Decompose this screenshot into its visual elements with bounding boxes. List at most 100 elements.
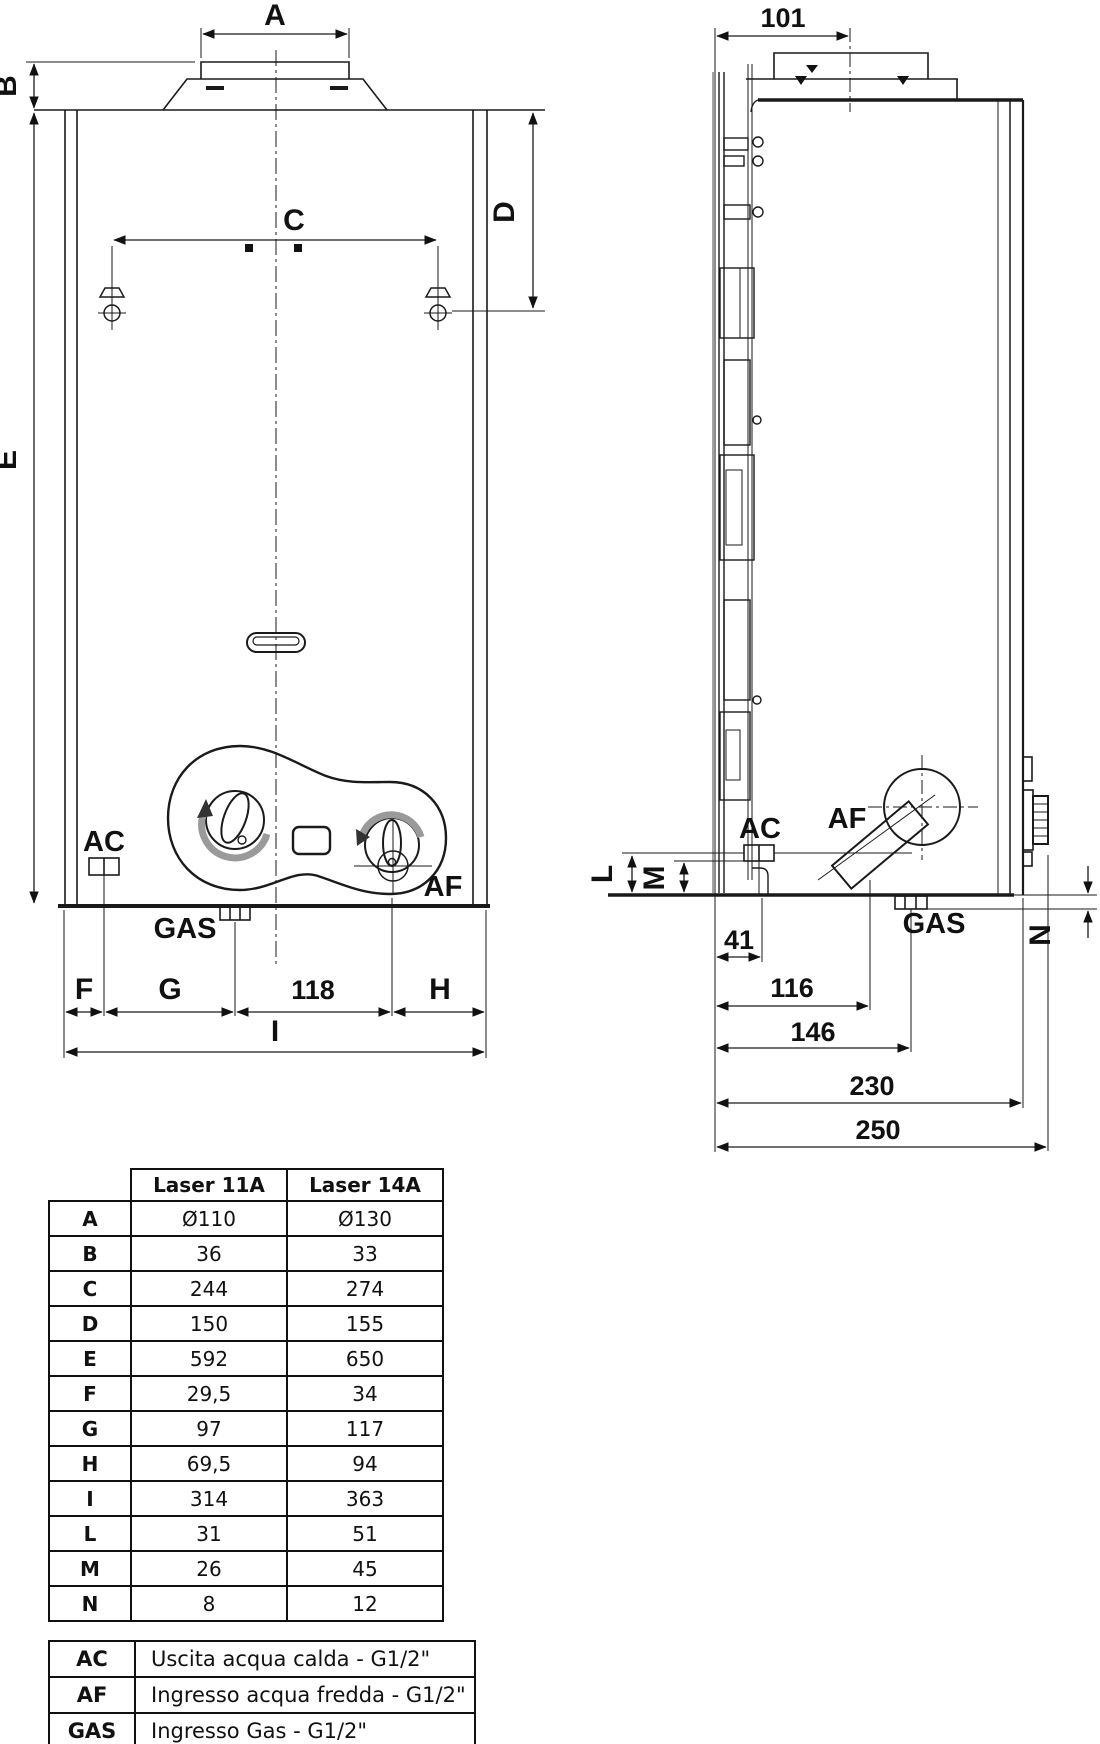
side-flue [746,28,958,112]
af-label-side: AF [828,803,867,835]
dim-value-116: 116 [770,973,814,1003]
row-label: F [48,1375,132,1412]
value-laser14: 155 [286,1305,444,1342]
value-laser14: 33 [286,1235,444,1272]
row-label: E [48,1340,132,1377]
dim-value-41: 41 [724,925,754,955]
value-laser11: 592 [130,1340,288,1377]
dim-a [200,28,350,58]
value-laser11: 26 [130,1550,288,1587]
table-row: F 29,5 34 [48,1375,444,1412]
dim-label-d: D [488,201,521,223]
dim-value-101: 101 [760,3,805,33]
value-laser11: 314 [130,1480,288,1517]
gas-connection-side [894,895,928,1052]
dim-value-118: 118 [291,975,335,1005]
front-knob-side [1022,756,1049,867]
legend-row: GAS Ingresso Gas - G1/2" [48,1712,476,1744]
legend-desc-gas: Ingresso Gas - G1/2" [134,1712,476,1744]
table-row: M 26 45 [48,1550,444,1587]
table-row: C 244 274 [48,1270,444,1307]
table-row: G 97 117 [48,1410,444,1447]
dim-label-m: M [638,866,671,891]
dim-label-n: N [1024,924,1057,946]
value-laser11: 150 [130,1305,288,1342]
dim-label-l: L [586,865,619,883]
row-label: H [48,1445,132,1482]
legend-row: AF Ingresso acqua fredda - G1/2" [48,1676,476,1714]
front-bottom-dims [63,878,487,1058]
value-laser14: 45 [286,1550,444,1587]
legend-desc-ac: Uscita acqua calda - G1/2" [134,1640,476,1678]
gas-label-front: GAS [154,913,217,945]
dim-value-230: 230 [849,1071,894,1101]
table-row: I 314 363 [48,1480,444,1517]
value-laser14: 274 [286,1270,444,1307]
row-label: N [48,1585,132,1622]
dim-value-146: 146 [790,1017,835,1047]
side-bottom-dims [716,855,1049,1152]
mounting-bracket-right [424,287,452,330]
table-row: N 8 12 [48,1585,444,1622]
row-label: I [48,1480,132,1517]
ac-label-side: AC [739,813,781,845]
value-laser11: 244 [130,1270,288,1307]
dim-label-f: F [75,973,93,1006]
gas-connection-front [219,906,251,921]
value-laser11: 97 [130,1410,288,1447]
temperature-knob [197,790,271,862]
table-row: L 31 51 [48,1515,444,1552]
dim-b [26,61,195,109]
ac-connection-side [622,844,912,962]
value-laser14: 117 [286,1410,444,1447]
value-laser14: 51 [286,1515,444,1552]
ac-label-front: AC [83,826,125,858]
legend-key-af: AF [48,1676,136,1714]
gas-label-side: GAS [903,908,966,940]
front-body [34,109,545,908]
table-corner-blank [49,1169,131,1201]
dim-d [452,112,545,312]
dim-label-a: A [264,0,286,32]
dim-c [111,235,439,295]
value-laser14: 363 [286,1480,444,1517]
column-header-laser-14a: Laser 14A [286,1168,444,1202]
dim-n [927,866,1097,938]
front-view: A B E C D AC GAS AF F G 118 H I [0,0,545,1058]
dimensions-table: Laser 11A Laser 14A A Ø110 Ø130 B 36 33 … [48,1168,444,1622]
value-laser14: 12 [286,1585,444,1622]
row-label: M [48,1550,132,1587]
table-row: H 69,5 94 [48,1445,444,1482]
table-row: D 150 155 [48,1305,444,1342]
legend-key-gas: GAS [48,1712,136,1744]
value-laser11: 69,5 [130,1445,288,1482]
table-row: E 592 650 [48,1340,444,1377]
power-knob [354,811,432,895]
value-laser11: 36 [130,1235,288,1272]
value-laser11: 29,5 [130,1375,288,1412]
dim-label-c: C [283,204,305,237]
af-connection-side [817,755,978,1010]
row-label: C [48,1270,132,1307]
value-laser14: 650 [286,1340,444,1377]
inspection-slot [246,632,306,653]
column-header-laser-11a: Laser 11A [130,1168,288,1202]
row-label: B [48,1235,132,1272]
legend-desc-af: Ingresso acqua fredda - G1/2" [134,1676,476,1714]
value-laser14: 34 [286,1375,444,1412]
mounting-bracket-left [98,287,126,330]
value-laser11: 8 [130,1585,288,1622]
table-row: A Ø110 Ø130 [48,1200,444,1237]
af-label-front: AF [424,871,463,903]
legend-table: AC Uscita acqua calda - G1/2" AF Ingress… [48,1640,476,1744]
legend-row: AC Uscita acqua calda - G1/2" [48,1640,476,1678]
row-label: D [48,1305,132,1342]
value-laser11: Ø110 [130,1200,288,1237]
legend-key-ac: AC [48,1640,136,1678]
value-laser14: Ø130 [286,1200,444,1237]
back-panel [712,64,764,893]
value-laser11: 31 [130,1515,288,1552]
flue-collar [162,61,388,111]
